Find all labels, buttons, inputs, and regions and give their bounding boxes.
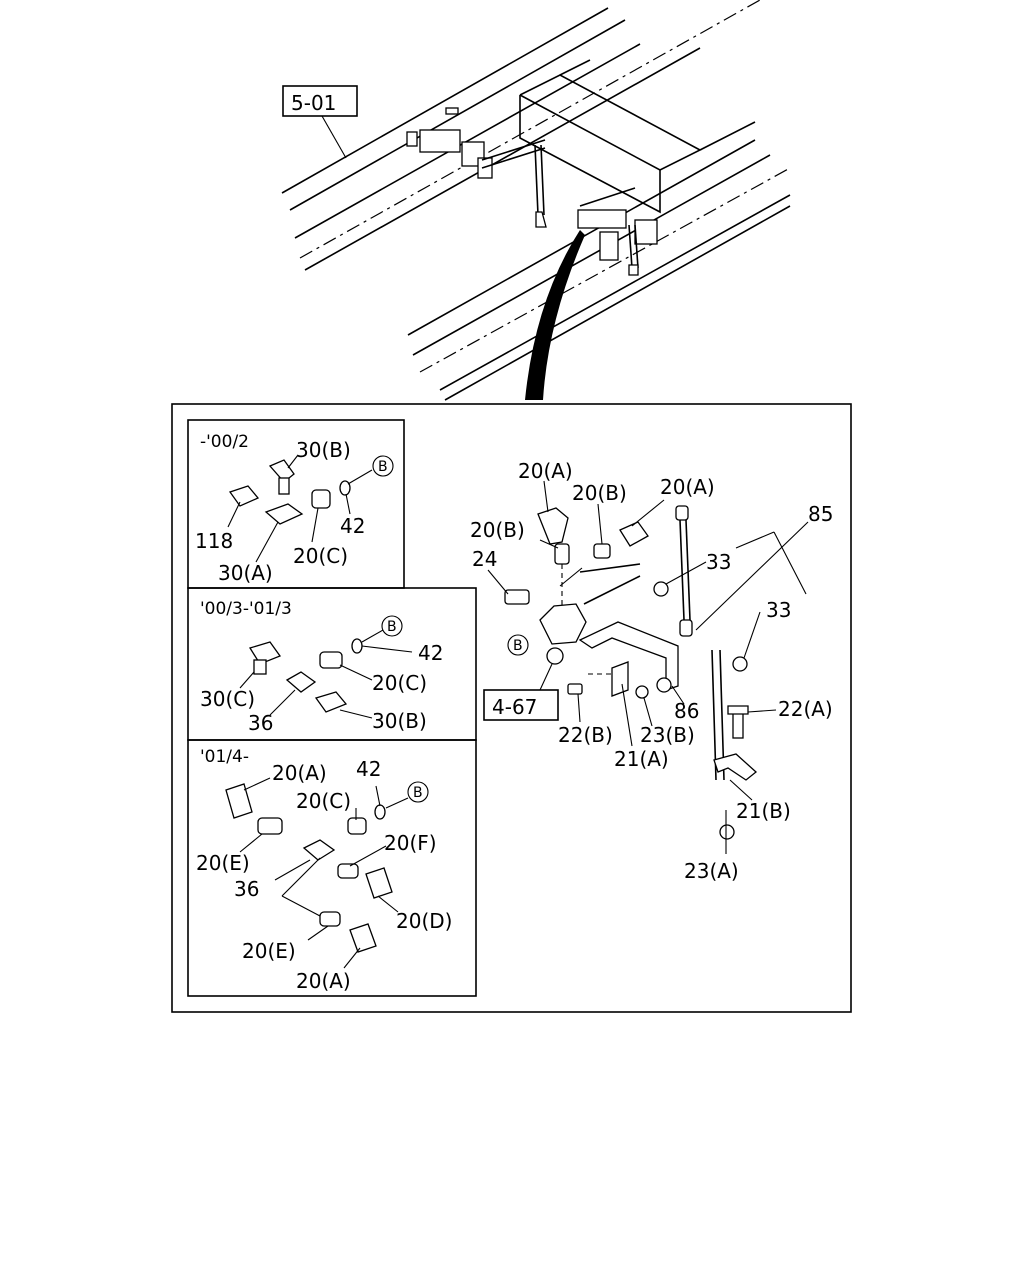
label-33-lower: 33 — [766, 598, 791, 622]
chassis-overview: 5-01 — [281, 0, 791, 401]
reference-label-top: 5-01 — [291, 91, 336, 115]
inset-3-label-b: B — [413, 785, 423, 801]
inset-1-label-30b: 30(B) — [296, 438, 351, 462]
label-20a-right: 20(A) — [660, 475, 715, 499]
reference-box-top — [282, 85, 358, 117]
label-23a: 23(A) — [684, 859, 739, 883]
inset-3-label-20c: 20(C) — [296, 789, 351, 813]
inset-1-label-b: B — [378, 459, 388, 475]
inset-3-label-36: 36 — [234, 877, 259, 901]
label-23b: 23(B) — [640, 723, 695, 747]
inset-2-label-30b: 30(B) — [372, 709, 427, 733]
reference-box-bottom — [483, 689, 559, 721]
inset-2-label-20c: 20(C) — [372, 671, 427, 695]
inset-3-label-20e-bottom: 20(E) — [242, 939, 296, 963]
label-33-upper: 33 — [706, 550, 731, 574]
inset-3-label-20e-top: 20(E) — [196, 851, 250, 875]
inset-2-label-b: B — [387, 619, 397, 635]
inset-3-label-20f: 20(F) — [384, 831, 437, 855]
label-24: 24 — [472, 547, 497, 571]
reference-label-bottom: 4-67 — [492, 695, 537, 719]
inset-3-label-42: 42 — [356, 757, 381, 781]
inset-2-label-36: 36 — [248, 711, 273, 735]
label-b-main: B — [513, 638, 523, 654]
inset-1-label-42: 42 — [340, 514, 365, 538]
label-20a-left: 20(A) — [518, 459, 573, 483]
detail-frame — [171, 403, 852, 1013]
label-20b-center: 20(B) — [572, 481, 627, 505]
label-21b: 21(B) — [736, 799, 791, 823]
inset-2-label-30c: 30(C) — [200, 687, 255, 711]
inset-1-header: -'00/2 — [200, 432, 249, 452]
label-85: 85 — [808, 502, 833, 526]
label-20b-left: 20(B) — [470, 518, 525, 542]
label-22b: 22(B) — [558, 723, 613, 747]
inset-3-label-20a-top: 20(A) — [272, 761, 327, 785]
main-assembly: 20(A) 20(B) 20(A) 20(B) 85 24 33 33 B 86… — [470, 459, 833, 883]
inset-1: -'00/2 30(B) B 42 118 20(C) 30(A) — [187, 419, 405, 589]
inset-3-header: '01/4- — [200, 747, 249, 767]
inset-3-label-20a-bottom: 20(A) — [296, 969, 351, 993]
inset-3-label-20d: 20(D) — [396, 909, 452, 933]
inset-1-label-20c: 20(C) — [293, 544, 348, 568]
label-22a: 22(A) — [778, 697, 833, 721]
inset-1-label-30a: 30(A) — [218, 561, 273, 585]
inset-2-header: '00/3-'01/3 — [200, 599, 292, 619]
inset-1-label-118: 118 — [195, 529, 233, 553]
label-86: 86 — [674, 699, 699, 723]
inset-3: '01/4- 20(A) 42 B 20(C) 20(E) 20(F) 36 2… — [187, 739, 477, 997]
inset-2: '00/3-'01/3 B 42 30(C) 20(C) 36 30(B) — [187, 587, 477, 741]
inset-2-label-42: 42 — [418, 641, 443, 665]
label-21a: 21(A) — [614, 747, 669, 771]
